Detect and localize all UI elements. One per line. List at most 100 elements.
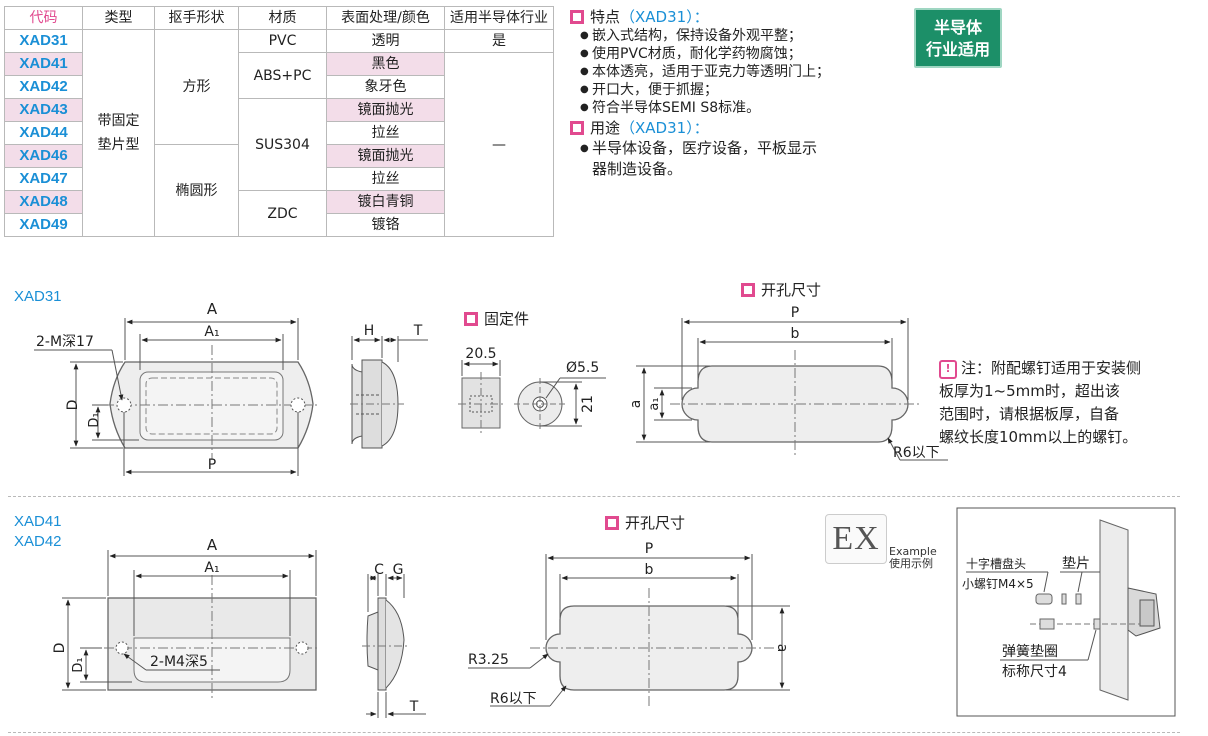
model-label-xad41-42: XAD41 XAD42 [14,513,62,550]
note-text: !注：附配螺钉适用于安装侧 板厚为1~5mm时，超出该 范围时，请根据板厚，自备… [939,359,1142,446]
semi-cell: — [444,52,554,237]
dim-label: 2-M4深5 [150,654,208,670]
material-cell: ZDC [238,190,327,237]
dim-label: R6以下 [893,445,940,461]
dim-label: R3.25 [468,652,509,668]
code-cell: XAD42 [4,75,83,99]
semi-cell: 是 [444,29,554,53]
finish-cell: 镀铬 [326,213,445,237]
finish-cell: 拉丝 [326,121,445,145]
example-icon: EX [825,514,887,564]
dim-label: 2-M深17 [36,334,94,350]
semiconductor-badge: 半导体 行业适用 [914,8,1002,68]
dim-label: 20.5 [465,346,496,362]
features-list: 嵌入式结构，保持设备外观平整； 使用PVC材质，耐化学药物腐蚀； 本体透亮，适用… [580,27,900,117]
example-label: 弹簧垫圈 [1002,644,1058,660]
square-bullet-icon [741,283,755,297]
shape-cell-square: 方形 [154,29,239,145]
dim-label: b [645,562,654,578]
dim-label: T [413,323,423,339]
example-label: 十字槽盘头 [966,556,1026,571]
dim-label: D₁ [71,657,86,672]
code-cell: XAD47 [4,167,83,191]
table-row: XAD44 拉丝 [4,121,554,145]
dim-label: A₁ [204,560,219,576]
dim-label: P [645,541,653,557]
code-cell: XAD46 [4,144,83,168]
dim-label: a [774,644,790,653]
example-caption: Example 使用示例 [889,545,937,570]
dim-label: P [791,305,799,321]
dim-label: R6以下 [490,691,537,707]
dim-label: C [374,562,384,578]
material-cell: ABS+PC [238,52,327,99]
list-item: 开口大，便于抓握； [580,81,900,99]
model-label-xad31: XAD31 [14,288,62,305]
material-cell: SUS304 [238,98,327,191]
shape-cell-oval: 椭圆形 [154,144,239,237]
finish-cell: 象牙色 [326,75,445,99]
list-item: 嵌入式结构，保持设备外观平整； [580,27,900,45]
list-item: 使用PVC材质，耐化学药物腐蚀； [580,45,900,63]
dim-label: a [628,400,644,409]
dim-label: 21 [580,395,596,413]
table-header: 代码 类型 抠手形状 材质 表面处理/颜色 适用半导体行业 [4,6,554,30]
dim-label: D [52,643,68,654]
finish-cell: 镀白青铜 [326,190,445,214]
fixing-title: 固定件 [464,308,529,329]
usage-heading: 用途（XAD31）： [570,117,900,138]
type-cell: 带固定垫片型 [82,29,155,237]
code-cell: XAD49 [4,213,83,237]
dim-label: G [393,562,404,578]
ex-text: EX [832,520,880,557]
warning-icon: ! [939,360,957,379]
table-row: XAD42 象牙色 [4,75,554,99]
table-row: XAD47 拉丝 [4,167,554,191]
dim-label: Ø5.5 [566,360,599,376]
table-row: XAD46 椭圆形 镜面抛光 [4,144,554,237]
example-label: 标称尺寸4 [1002,664,1067,680]
example-label: 小螺钉M4×5 [962,577,1034,591]
finish-cell: 镜面抛光 [326,98,445,122]
badge-line: 行业适用 [925,40,990,59]
section-divider [8,496,1180,497]
dim-label: a₁ [647,397,662,410]
table-row: XAD41 ABS+PC 黑色 — [4,52,554,237]
dim-label: P [208,457,216,473]
table-row: XAD48 ZDC 镀白青铜 [4,190,554,237]
col-code: 代码 [4,6,83,30]
dim-label: A [207,536,218,554]
table-row: XAD49 镀铬 [4,213,554,237]
code-cell: XAD41 [4,52,83,76]
section-divider [8,732,1180,733]
badge-line: 半导体 [933,18,982,37]
code-cell: XAD44 [4,121,83,145]
square-bullet-icon [464,312,478,326]
dim-label: A₁ [204,324,219,340]
dim-label: D₁ [87,412,102,427]
example-label: 垫片 [1062,556,1090,572]
code-cell: XAD48 [4,190,83,214]
table-row: XAD43 SUS304 镜面抛光 [4,98,554,191]
hole-size-title: 开孔尺寸 [605,512,685,533]
code-cell: XAD43 [4,98,83,122]
dim-label: H [364,323,375,339]
square-bullet-icon [570,10,584,24]
col-material: 材质 [238,6,327,30]
dim-label: b [791,326,800,342]
features-heading: 特点（XAD31）： [570,6,900,27]
features-block: 特点（XAD31）： 嵌入式结构，保持设备外观平整； 使用PVC材质，耐化学药物… [570,6,900,180]
square-bullet-icon [605,516,619,530]
spec-table: 代码 类型 抠手形状 材质 表面处理/颜色 适用半导体行业 XAD31 带固定垫… [4,6,554,237]
list-item: 本体透亮，适用于亚克力等透明门上； [580,63,900,81]
hole-size-title: 开孔尺寸 [741,279,821,300]
dim-label: A [207,300,218,318]
finish-cell: 透明 [326,29,445,53]
table-row: XAD31 带固定垫片型 方形 PVC 透明 是 [4,29,554,237]
dim-label: D [65,400,81,411]
dim-label: T [409,699,419,715]
